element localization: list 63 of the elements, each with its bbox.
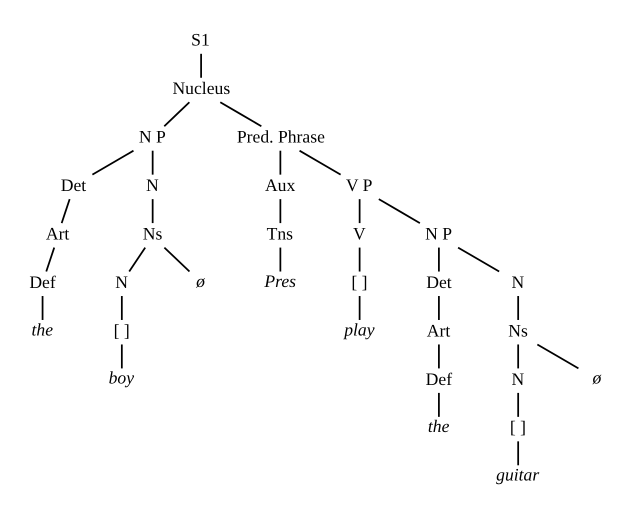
node-text: Ns (508, 320, 528, 340)
node-text: Pres (264, 270, 296, 291)
connector (438, 296, 440, 320)
connector (42, 296, 44, 320)
connector (120, 344, 123, 368)
connector (164, 102, 190, 127)
node-text: Tns (266, 223, 294, 244)
connector (128, 247, 146, 272)
node-text: Def (426, 368, 452, 389)
node-text: N P (138, 126, 166, 147)
connector (152, 150, 154, 175)
connector (358, 248, 361, 272)
connector (378, 198, 420, 224)
connector (536, 344, 579, 370)
connector (517, 392, 520, 417)
node-text: V (353, 223, 366, 244)
node-text: Pred. Phrase (236, 126, 325, 147)
connector (60, 198, 70, 224)
connector (120, 296, 123, 320)
connector (92, 150, 134, 176)
connector (517, 344, 520, 368)
connector (299, 150, 342, 176)
connector (438, 344, 440, 368)
node-text: the (428, 416, 450, 436)
node-text: [ ] (114, 320, 130, 340)
connector (358, 296, 361, 320)
connector (517, 441, 520, 466)
node-text: S1 (191, 30, 210, 50)
connector (517, 296, 520, 320)
node-text: [ ] (351, 272, 368, 292)
connector (220, 102, 262, 127)
connector (164, 246, 190, 272)
connector (279, 150, 282, 175)
connector (152, 199, 154, 224)
node-text: N (512, 272, 524, 292)
node-text: N P (425, 223, 452, 244)
node-text: Art (46, 223, 70, 244)
node-text: Aux (264, 175, 296, 196)
connector (45, 247, 56, 272)
node-text: guitar (496, 464, 540, 485)
node-text: boy (108, 368, 134, 388)
connector (458, 246, 500, 272)
node-text: Def (29, 272, 56, 292)
connector (358, 199, 361, 224)
node-text: ø (196, 270, 205, 291)
node-text: Nucleus (172, 78, 230, 98)
node-text: ø (592, 368, 602, 388)
node-text: N (146, 175, 159, 196)
node-text: [ ] (510, 417, 526, 438)
node-text: play (344, 319, 375, 340)
connector (200, 54, 202, 78)
node-text: V P (346, 175, 372, 196)
node-text: N (512, 368, 524, 389)
node-text: N (115, 272, 128, 292)
node-text: Art (426, 320, 450, 340)
node-text: the (32, 319, 54, 340)
connector (279, 199, 282, 224)
node-text: Det (60, 175, 86, 196)
node-text: Det (426, 272, 452, 292)
connector (279, 248, 282, 272)
connector (438, 248, 440, 272)
node-text: Ns (142, 223, 162, 244)
connector (438, 392, 440, 417)
